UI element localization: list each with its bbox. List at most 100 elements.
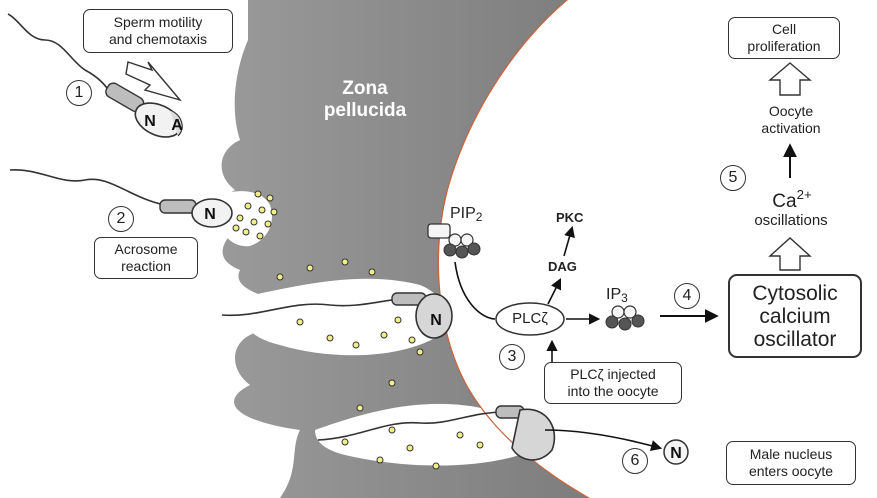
- pip2-molecule: [427, 223, 481, 259]
- granule-6: [250, 218, 258, 226]
- box-sperm-motility-line2: and chemotaxis: [108, 31, 208, 47]
- zona-channel-upper: [230, 278, 445, 356]
- zona-notch-acrosome: [220, 191, 272, 247]
- granule-5: [236, 214, 244, 222]
- oscillations-label: oscillations: [754, 212, 828, 229]
- arrow-pip2-to-plc: [454, 261, 496, 320]
- granule-16: [326, 334, 334, 342]
- chemotaxis-arrow: [125, 61, 183, 102]
- zona-pellucida-region: [219, 0, 590, 498]
- zona-label-line1: Zona: [342, 78, 388, 99]
- ip3-label-base: IP: [606, 286, 622, 303]
- granule-26: [406, 444, 414, 452]
- ca-label-sup: 2+: [796, 187, 812, 202]
- hollow-arrow-oscillator-to-ca: [768, 237, 812, 271]
- oocyte-activation-label: Oocyte activation: [735, 103, 847, 137]
- nucleus-label-sperm-1: N: [144, 113, 156, 130]
- granule-17: [352, 341, 360, 349]
- box-cytosolic-line1: Cytosolic: [752, 281, 838, 305]
- step-5-marker: 5: [720, 165, 746, 191]
- activation-line2: activation: [761, 120, 821, 136]
- box-acrosome-line2: reaction: [121, 258, 171, 274]
- granule-29: [456, 431, 464, 439]
- granule-30: [476, 441, 484, 449]
- granule-10: [232, 224, 240, 232]
- pip2-label: PIP2: [450, 205, 482, 226]
- nucleus-label-male: N: [670, 445, 682, 462]
- nucleus-label-sperm-channel: N: [430, 312, 442, 329]
- zona-pellucida-label: Zona pellucida: [305, 78, 425, 122]
- granule-13: [341, 258, 349, 266]
- zona-label-line2: pellucida: [323, 100, 407, 121]
- dag-label: DAG: [548, 259, 577, 274]
- granule-12: [306, 264, 314, 272]
- granule-11: [276, 273, 284, 281]
- pip2-label-sub: 2: [475, 210, 483, 224]
- granule-14: [368, 268, 376, 276]
- granule-4: [270, 208, 278, 216]
- ip3-molecule: [605, 305, 645, 331]
- granule-15: [296, 318, 304, 326]
- activation-line1: Oocyte: [768, 103, 814, 119]
- box-injected-line2: into the oocyte: [567, 383, 659, 399]
- step-3-marker: 3: [499, 344, 525, 370]
- box-sperm-motility: Sperm motility and chemotaxis: [83, 9, 233, 53]
- granule-23: [356, 404, 364, 412]
- granule-28: [376, 456, 384, 464]
- box-cell-proliferation: Cell proliferation: [728, 17, 840, 59]
- oocyte-cytoplasm: [439, 0, 877, 498]
- granule-19: [394, 316, 402, 324]
- granule-18: [380, 331, 388, 339]
- granule-7: [264, 220, 272, 228]
- ip3-label-sub: 3: [621, 291, 628, 305]
- zona-channel-lower: [315, 403, 526, 466]
- sperm-1: [7, 13, 183, 138]
- acrosome-label-sperm-1: A: [171, 117, 183, 134]
- granule-22: [388, 379, 396, 387]
- nucleus-label-sperm-2: N: [204, 206, 216, 223]
- ip3-label: IP3: [606, 286, 628, 307]
- step-2-marker: 2: [108, 206, 134, 232]
- acrosomal-granules: [232, 190, 484, 470]
- box-proliferation-line1: Cell: [771, 21, 797, 37]
- granule-20: [408, 336, 416, 344]
- granule-21: [416, 348, 424, 356]
- box-plc-injected: PLCζ injected into the oocyte: [544, 362, 682, 404]
- box-acrosome-line1: Acrosome: [114, 241, 178, 257]
- plc-zeta-enzyme: [495, 302, 565, 336]
- granule-9: [256, 232, 264, 240]
- sperm-lower-channel: [317, 405, 556, 461]
- sperm-upper-channel: [221, 292, 453, 339]
- box-sperm-motility-line1: Sperm motility: [113, 14, 203, 30]
- box-male-nucleus-line1: Male nucleus: [749, 446, 833, 462]
- box-injected-line1: PLCζ injected: [570, 366, 656, 382]
- pkc-label: PKC: [556, 210, 584, 225]
- box-male-nucleus-line2: enters oocyte: [748, 463, 834, 479]
- box-acrosome-reaction: Acrosome reaction: [94, 237, 198, 279]
- granule-1: [266, 194, 274, 202]
- sperm-2: [9, 169, 233, 228]
- arrow-sperm-to-male-nucleus: [544, 429, 663, 452]
- plc-label: PLCζ: [512, 310, 548, 327]
- granule-25: [341, 438, 349, 446]
- ca-label-base: Ca: [772, 190, 797, 212]
- granule-3: [258, 206, 266, 214]
- box-cytosolic-calcium-oscillator: Cytosolic calcium oscillator: [728, 274, 862, 358]
- box-proliferation-line2: proliferation: [747, 38, 821, 54]
- hollow-arrow-activation-to-proliferation: [768, 62, 812, 96]
- box-cytosolic-line3: oscillator: [753, 327, 837, 351]
- step-1-marker: 1: [66, 80, 92, 106]
- arrow-dag-to-pkc: [563, 225, 575, 257]
- granule-2: [244, 202, 252, 210]
- granule-0: [254, 190, 262, 198]
- granule-27: [432, 462, 440, 470]
- granule-24: [388, 426, 396, 434]
- granule-8: [242, 228, 250, 236]
- ca-label: Ca2+: [760, 184, 824, 213]
- box-male-nucleus: Male nucleus enters oocyte: [726, 441, 856, 485]
- box-cytosolic-line2: calcium: [759, 304, 831, 328]
- arrow-plc-to-dag: [547, 277, 562, 305]
- pip2-label-base: PIP: [450, 205, 476, 222]
